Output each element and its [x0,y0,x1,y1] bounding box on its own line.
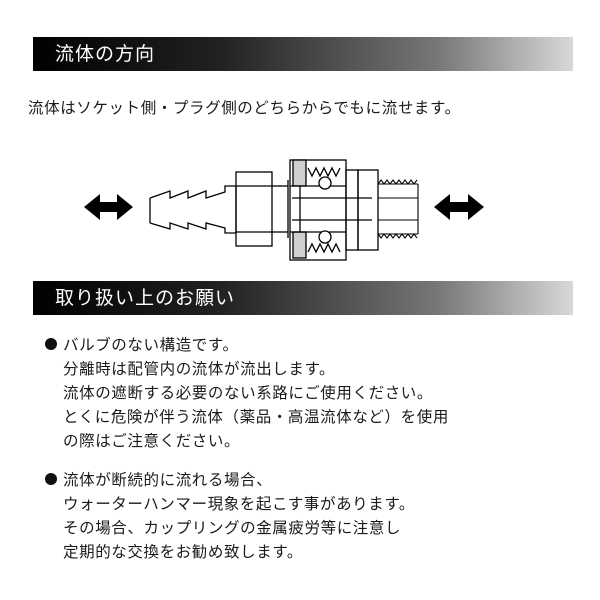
plug-body-shape [235,171,289,247]
bullet-icon [45,473,57,485]
section-header-flow-direction: 流体の方向 [33,37,573,71]
bullet-line: の際はご注意ください。 [63,432,241,450]
bullet-line: 分離時は配管内の流体が流出します。 [63,360,336,378]
double-arrow-right-icon [434,194,484,220]
bullet-line: バルブのない構造です。 [63,336,239,354]
bullet-line: ウォーターハンマー現象を起こす事があります。 [63,495,416,513]
double-arrow-left-icon [84,194,133,220]
ball-bearing-shape [318,176,332,244]
hose-barb-shape [149,185,237,234]
bullet-line: 流体の遮断する必要のない系路にご使用ください。 [63,384,433,402]
threaded-end-shape [377,179,419,239]
bullet-line: その場合、カップリングの金属疲労等に注意し [63,519,402,537]
bullet-line: 流体が断続的に流れる場合、 [63,471,273,489]
bullet-line: とくに危険が伴う流体（薬品・高温流体など）を使用 [63,408,449,426]
section-title: 取り扱い上のお願い [55,287,236,309]
section-title: 流体の方向 [55,43,156,65]
bullet-line: 定期的な交換をお勧め致します。 [63,543,303,561]
bullet-icon [45,338,57,350]
socket-sleeve-shape [289,159,379,261]
section-header-precautions: 取り扱い上のお願い [33,281,573,315]
flow-direction-text: 流体はソケット側・プラグ側のどちらからでもに流せます。 [28,99,461,117]
